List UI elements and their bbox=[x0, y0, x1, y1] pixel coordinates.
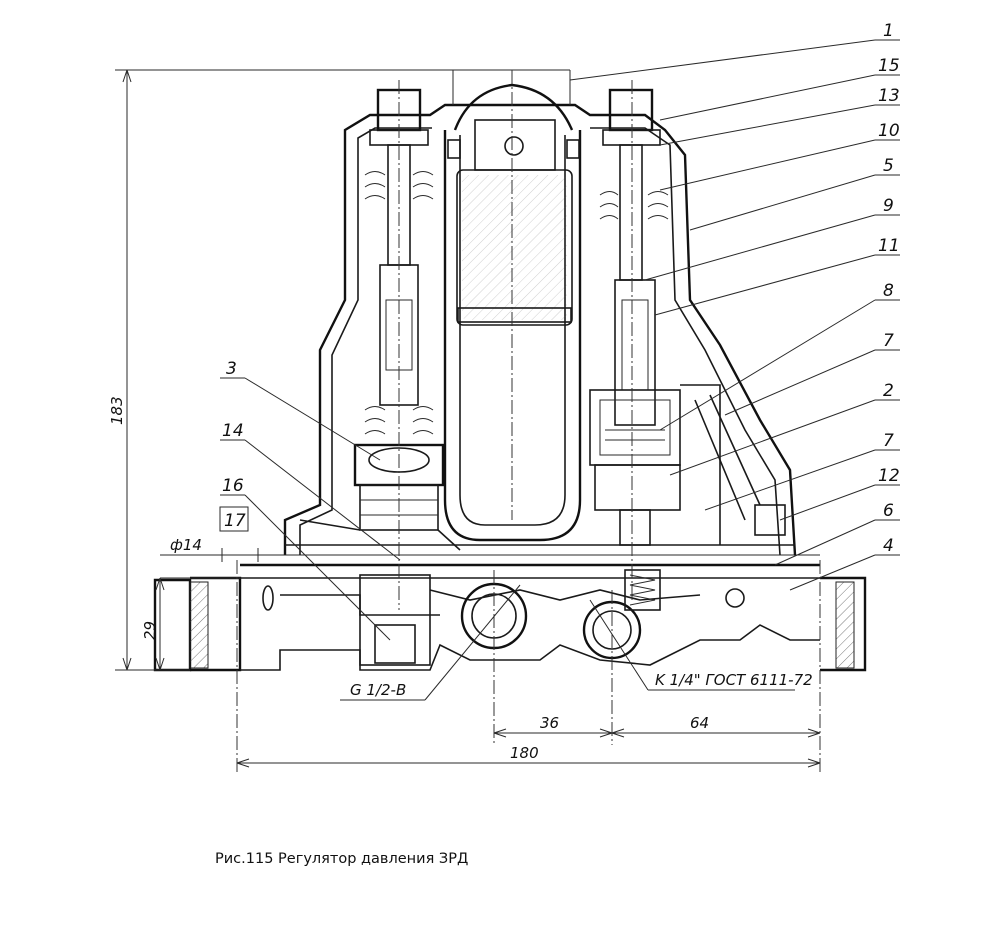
dim-height-total: 183 bbox=[108, 396, 126, 425]
callout-5: 5 bbox=[883, 156, 894, 176]
callout-17-box bbox=[219, 506, 249, 532]
base-block bbox=[153, 554, 867, 672]
callout-10: 10 bbox=[878, 121, 900, 141]
center-lines bbox=[236, 70, 821, 775]
check-valve-spring bbox=[624, 569, 661, 611]
dim-spacing-a: 36 bbox=[540, 714, 559, 732]
dimension-lines bbox=[115, 69, 821, 768]
callout-7-lower: 7 bbox=[883, 431, 894, 451]
callout-9: 9 bbox=[883, 196, 894, 216]
thread-label-outlet: K 1/4" ГОСТ 6111-72 bbox=[655, 671, 813, 689]
callout-8: 8 bbox=[883, 281, 894, 301]
callout-11: 11 bbox=[878, 236, 900, 256]
dim-height-base: 29 bbox=[141, 621, 159, 640]
dim-hole-diameter: ф14 bbox=[170, 536, 202, 554]
callout-14: 14 bbox=[222, 421, 244, 441]
callout-leaders-right bbox=[569, 39, 900, 591]
callout-12: 12 bbox=[878, 466, 900, 486]
callout-2: 2 bbox=[883, 381, 894, 401]
dim-spacing-b: 64 bbox=[690, 714, 709, 732]
thread-label-leaders bbox=[340, 584, 795, 701]
callout-1: 1 bbox=[883, 21, 894, 41]
callout-6: 6 bbox=[883, 501, 894, 521]
center-cylinder bbox=[443, 83, 582, 542]
right-stem-assembly bbox=[589, 88, 786, 546]
thread-label-inlet: G 1/2-B bbox=[350, 681, 406, 699]
callout-15: 15 bbox=[878, 56, 900, 76]
callout-3: 3 bbox=[226, 359, 237, 379]
dim-width-total: 180 bbox=[510, 744, 539, 762]
callout-13: 13 bbox=[878, 86, 900, 106]
figure-caption: Рис.115 Регулятор давления ЗРД bbox=[215, 851, 469, 867]
callout-16: 16 bbox=[222, 476, 244, 496]
callout-4: 4 bbox=[883, 536, 894, 556]
left-stem-assembly bbox=[299, 88, 461, 551]
callout-17: 17 bbox=[224, 511, 246, 531]
top-reference bbox=[115, 69, 571, 105]
callout-leaders-left bbox=[220, 377, 401, 641]
callout-7-upper: 7 bbox=[883, 331, 894, 351]
housing-body bbox=[283, 103, 797, 556]
